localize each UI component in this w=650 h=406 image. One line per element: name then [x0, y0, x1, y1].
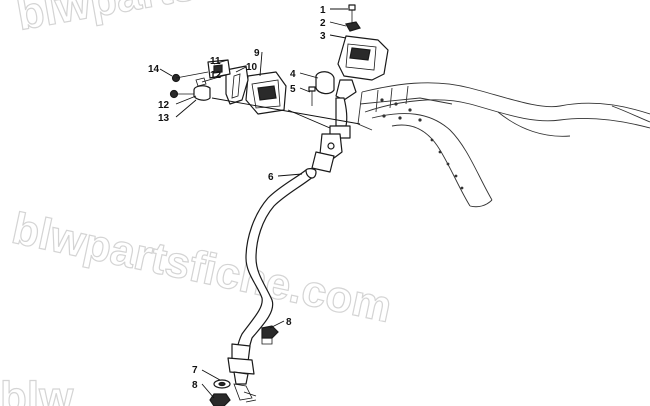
- callout-12-lower: 12: [158, 100, 170, 111]
- washer-and-nut-lower: [209, 379, 231, 406]
- frame-bolt-holes: [380, 98, 464, 190]
- watermark: blwpartsf blwpartsfiche.com blw: [0, 0, 397, 406]
- leader-lines: [159, 8, 361, 399]
- callout-5: 5: [290, 84, 296, 95]
- callout-3: 3: [320, 31, 326, 42]
- steering-column-upper: [308, 4, 389, 173]
- callout-8-lower: 8: [192, 380, 198, 391]
- callout-10: 10: [246, 62, 258, 73]
- vehicle-frame: [357, 82, 650, 208]
- watermark-center: blwpartsfiche.com: [8, 204, 396, 332]
- callout-14: 14: [148, 64, 160, 75]
- callout-11: 11: [210, 56, 221, 67]
- callouts: 1 2 3 4 5 6 7 8 8 9 10 11 12 12 13 14: [148, 5, 326, 391]
- bushing-12: [193, 85, 211, 101]
- handlebar-clamp-group: [169, 59, 287, 115]
- steering-shaft: [227, 168, 317, 403]
- callout-12-upper: 12: [210, 70, 222, 81]
- callout-13: 13: [158, 113, 170, 124]
- callout-7: 7: [192, 365, 198, 376]
- nut-upper: [261, 325, 279, 345]
- clamp-cap: [345, 21, 361, 32]
- watermark-bottom: blw: [0, 373, 74, 406]
- bushing: [315, 71, 335, 95]
- watermark-top: blwpartsf: [13, 0, 214, 40]
- callout-9: 9: [254, 48, 260, 59]
- callout-4: 4: [290, 69, 296, 80]
- callout-1: 1: [320, 5, 326, 16]
- callout-2: 2: [320, 18, 326, 29]
- callout-8-upper: 8: [286, 317, 292, 328]
- callout-6: 6: [268, 172, 274, 183]
- clamp-plate: [225, 65, 249, 105]
